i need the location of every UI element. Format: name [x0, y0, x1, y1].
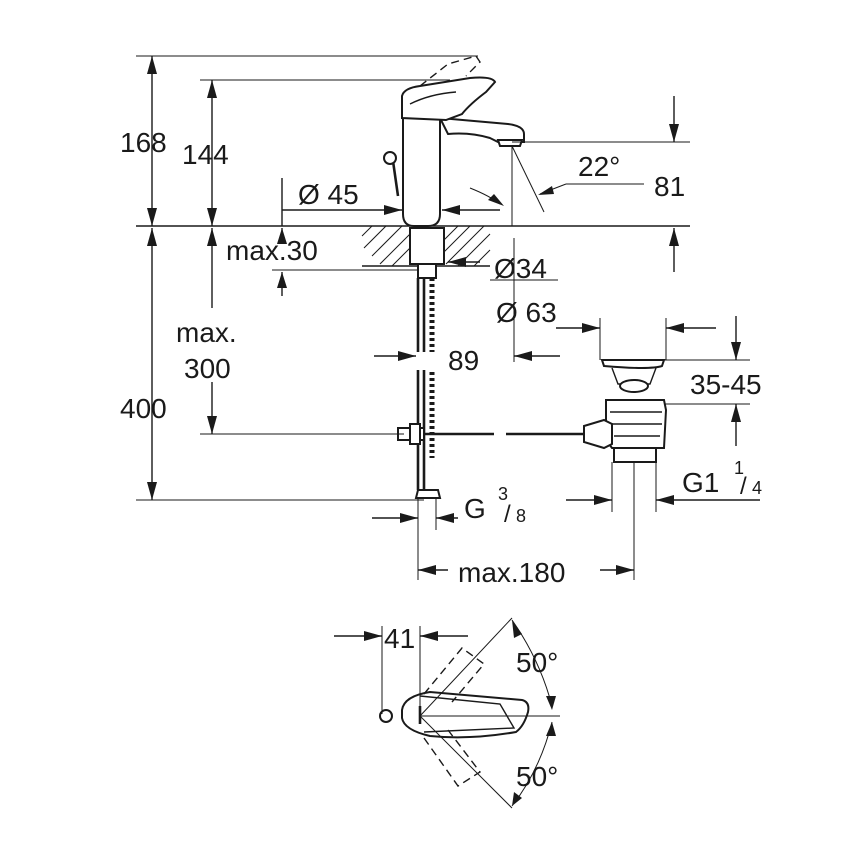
dimension-labels: 168 144 81 22° Ø 45 max.30 Ø34 Ø 63 89 3…	[120, 127, 762, 792]
label-swing-angle-top: 50°	[516, 647, 558, 678]
label-total-below: 400	[120, 393, 167, 424]
label-hose-max-value: 300	[184, 353, 231, 384]
label-waste-thread-num: 1	[734, 458, 744, 478]
label-max-counter: max.30	[226, 235, 318, 266]
faucet-top-view	[334, 617, 560, 809]
label-spout-reach: 81	[654, 171, 685, 202]
label-hole-diameter: Ø34	[494, 253, 547, 284]
label-inlet-thread-slash: /	[504, 501, 511, 528]
label-waste-thread-den: 4	[752, 478, 762, 498]
shank-and-hoses	[397, 227, 584, 499]
label-hose-max-prefix: max.	[176, 317, 237, 348]
label-handle-offset: 41	[384, 623, 415, 654]
label-waste-height: 35-45	[690, 369, 762, 400]
dimension-lines	[136, 55, 760, 580]
label-inlet-thread-den: 8	[516, 506, 526, 526]
label-spout-angle: 22°	[578, 151, 620, 182]
label-spout-to-waste: 89	[448, 345, 479, 376]
label-waste-head-diameter: Ø 63	[496, 297, 557, 328]
label-spout-height: 144	[182, 139, 229, 170]
label-total-height: 168	[120, 127, 167, 158]
label-swing-angle-bottom: 50°	[516, 761, 558, 792]
label-inlet-thread-num: 3	[498, 484, 508, 504]
faucet-side-view	[383, 55, 525, 227]
label-inlet-thread: G	[464, 493, 486, 524]
label-max-rod-length: max.180	[458, 557, 565, 588]
label-outlet-diameter: Ø 45	[298, 179, 359, 210]
pop-up-waste	[583, 359, 668, 463]
label-waste-thread: G1	[682, 467, 719, 498]
label-waste-thread-slash: /	[740, 473, 747, 500]
